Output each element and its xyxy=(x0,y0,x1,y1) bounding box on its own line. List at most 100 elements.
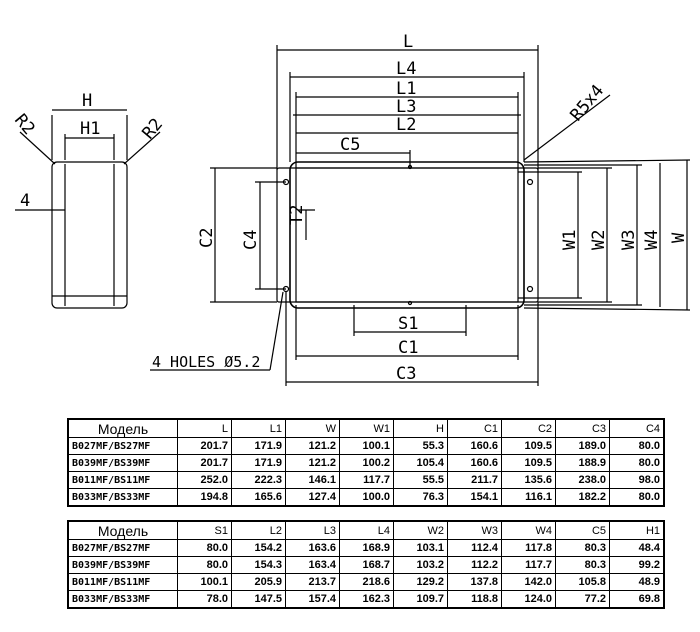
column-header: L4 xyxy=(339,520,394,540)
dim-C1: C1 xyxy=(398,338,418,358)
table-cell: 105.4 xyxy=(393,454,448,472)
table-cell: 129.2 xyxy=(393,573,448,591)
dim-W: W xyxy=(669,232,689,243)
column-header: C1 xyxy=(447,418,502,438)
table-cell: 213.7 xyxy=(285,573,340,591)
table-cell: 109.5 xyxy=(501,437,556,455)
dim-W1: W1 xyxy=(560,230,580,250)
table-cell: 154.2 xyxy=(231,539,286,557)
table-cell: 189.0 xyxy=(555,437,610,455)
table-cell: 80.0 xyxy=(609,437,665,455)
table-cell: 80.3 xyxy=(555,539,610,557)
table-cell: 80.0 xyxy=(609,488,665,507)
table-cell: 142.0 xyxy=(501,573,556,591)
table-cell: 117.7 xyxy=(339,471,394,489)
column-header: W2 xyxy=(393,520,448,540)
table-cell: 80.0 xyxy=(609,454,665,472)
table-cell: 157.4 xyxy=(285,590,340,609)
dim-R5x4: R5x4 xyxy=(567,81,609,125)
table-cell: 100.1 xyxy=(339,437,394,455)
dim-W2: W2 xyxy=(589,230,609,250)
model-cell: B027MF/BS27MF xyxy=(67,437,178,455)
table-cell: 100.0 xyxy=(339,488,394,507)
table-cell: 80.0 xyxy=(177,539,232,557)
dim-H: H xyxy=(82,91,92,111)
column-header: Модель xyxy=(67,520,178,540)
table-cell: 127.4 xyxy=(285,488,340,507)
table-cell: 116.1 xyxy=(501,488,556,507)
dim-L2: L2 xyxy=(396,115,416,135)
table-cell: 103.2 xyxy=(393,556,448,574)
dim-L3: L3 xyxy=(396,97,416,117)
table-cell: 252.0 xyxy=(177,471,232,489)
column-header: C3 xyxy=(555,418,610,438)
column-header: S1 xyxy=(177,520,232,540)
table-cell: 112.2 xyxy=(447,556,502,574)
column-header: L1 xyxy=(231,418,286,438)
dim-S1: S1 xyxy=(398,314,418,334)
table-cell: 201.7 xyxy=(177,454,232,472)
table-cell: 147.5 xyxy=(231,590,286,609)
table-cell: 146.1 xyxy=(285,471,340,489)
dim-W4: W4 xyxy=(642,230,662,250)
dim-C2: C2 xyxy=(197,228,217,248)
table-cell: 76.3 xyxy=(393,488,448,507)
table-cell: 100.1 xyxy=(177,573,232,591)
column-header: Модель xyxy=(67,418,178,438)
table-cell: 163.6 xyxy=(285,539,340,557)
table-cell: 162.3 xyxy=(339,590,394,609)
table-cell: 100.2 xyxy=(339,454,394,472)
table-cell: 78.0 xyxy=(177,590,232,609)
table-cell: 182.2 xyxy=(555,488,610,507)
table-cell: 48.9 xyxy=(609,573,665,591)
table-cell: 55.3 xyxy=(393,437,448,455)
model-cell: B033MF/BS33MF xyxy=(67,488,178,507)
table-cell: 109.7 xyxy=(393,590,448,609)
table-cell: 188.9 xyxy=(555,454,610,472)
model-cell: B011MF/BS11MF xyxy=(67,471,178,489)
table-cell: 117.7 xyxy=(501,556,556,574)
table-cell: 118.8 xyxy=(447,590,502,609)
model-cell: B033MF/BS33MF xyxy=(67,590,178,609)
table-cell: 222.3 xyxy=(231,471,286,489)
table-cell: 103.1 xyxy=(393,539,448,557)
column-header: H1 xyxy=(609,520,665,540)
column-header: L2 xyxy=(231,520,286,540)
table-cell: 112.4 xyxy=(447,539,502,557)
column-header: L3 xyxy=(285,520,340,540)
table-cell: 154.1 xyxy=(447,488,502,507)
table-cell: 69.8 xyxy=(609,590,665,609)
column-header: C4 xyxy=(609,418,665,438)
column-header: W4 xyxy=(501,520,556,540)
table-cell: 160.6 xyxy=(447,454,502,472)
table-cell: 238.0 xyxy=(555,471,610,489)
model-cell: B027MF/BS27MF xyxy=(67,539,178,557)
model-cell: B039MF/BS39MF xyxy=(67,454,178,472)
table-cell: 55.5 xyxy=(393,471,448,489)
table-cell: 124.0 xyxy=(501,590,556,609)
dim-R2-left: R2 xyxy=(10,110,38,139)
side-view xyxy=(15,109,161,309)
table-cell: 98.0 xyxy=(609,471,665,489)
column-header: H xyxy=(393,418,448,438)
table-cell: 211.7 xyxy=(447,471,502,489)
table-cell: 201.7 xyxy=(177,437,232,455)
table-cell: 135.6 xyxy=(501,471,556,489)
table-cell: 99.2 xyxy=(609,556,665,574)
dim-H1: H1 xyxy=(80,119,100,139)
table-cell: 80.3 xyxy=(555,556,610,574)
column-header: W1 xyxy=(339,418,394,438)
model-cell: B039MF/BS39MF xyxy=(67,556,178,574)
table-cell: 163.4 xyxy=(285,556,340,574)
top-view xyxy=(150,45,691,386)
